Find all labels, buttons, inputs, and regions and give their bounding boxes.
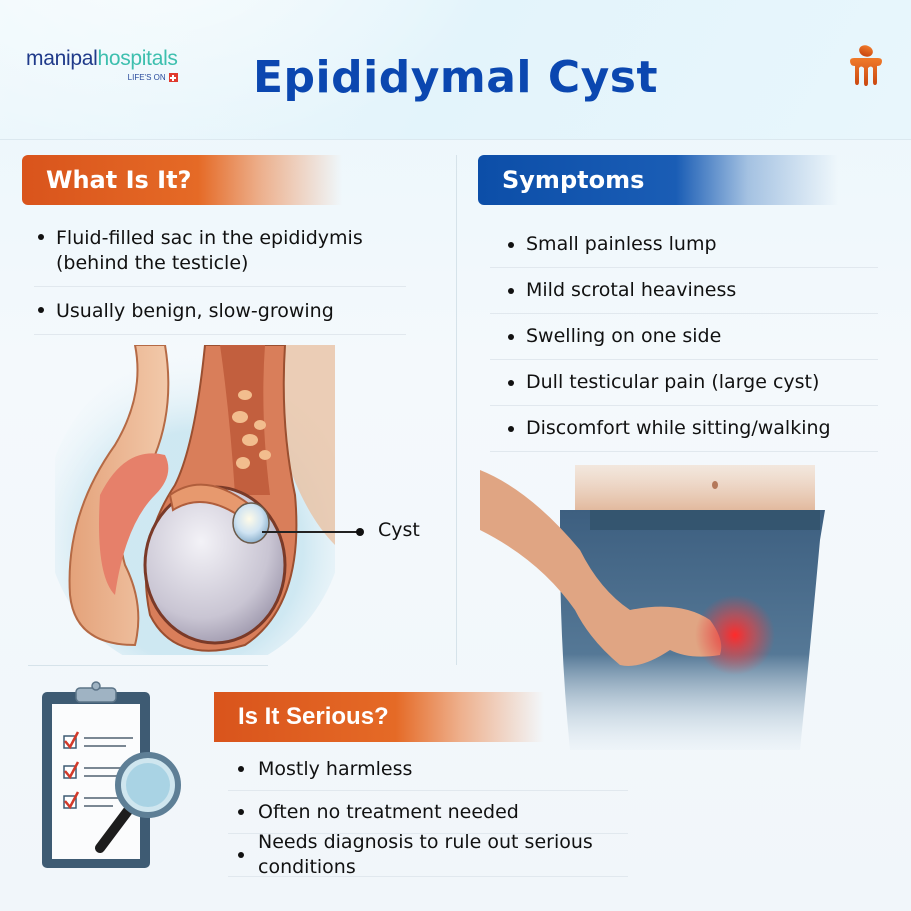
- header-band: [0, 0, 911, 160]
- symptoms-heading: Symptoms: [478, 155, 838, 205]
- tagline-text: LIFE'S ON: [127, 73, 166, 82]
- list-item: Usually benign, slow-growing: [34, 297, 406, 335]
- what-is-it-list: Fluid-filled sac in the epididymis (behi…: [34, 224, 406, 345]
- manipal-logo: manipalhospitals LIFE'S ON: [26, 48, 178, 82]
- page-title: Epididymal Cyst: [252, 52, 659, 103]
- list-item: Dull testicular pain (large cyst): [490, 360, 878, 406]
- column-divider: [456, 155, 457, 665]
- list-item: Mostly harmless: [228, 748, 628, 791]
- is-it-serious-heading: Is It Serious?: [214, 692, 544, 742]
- list-item: Mild scrotal heaviness: [490, 268, 878, 314]
- logo-tagline: LIFE'S ON: [26, 73, 178, 82]
- cyst-pointer-line: [262, 531, 360, 533]
- logo-part-hospitals: hospitals: [97, 47, 178, 70]
- symptoms-heading-text: Symptoms: [502, 166, 645, 194]
- red-cross-icon: [168, 73, 178, 82]
- what-is-it-heading-text: What Is It?: [46, 166, 192, 194]
- section-divider: [28, 665, 268, 666]
- manipal-flame-icon: [850, 45, 882, 86]
- is-it-serious-heading-text: Is It Serious?: [238, 703, 389, 730]
- what-is-it-heading: What Is It?: [22, 155, 342, 205]
- symptoms-list: Small painless lump Mild scrotal heavine…: [490, 222, 878, 452]
- list-item: Often no treatment needed: [228, 791, 628, 834]
- cyst-label: Cyst: [378, 519, 420, 541]
- anatomy-illustration: [55, 345, 335, 655]
- logo-wordmark: manipalhospitals: [26, 48, 178, 69]
- list-item: Small painless lump: [490, 222, 878, 268]
- list-item: Fluid-filled sac in the epididymis (behi…: [34, 224, 406, 287]
- cyst-pointer-dot: [356, 528, 364, 536]
- list-item: Needs diagnosis to rule out serious cond…: [228, 831, 628, 878]
- is-it-serious-list: Mostly harmless Often no treatment neede…: [228, 748, 628, 878]
- clipboard-magnifier-icon: [42, 681, 181, 868]
- symptom-photo: [480, 465, 825, 750]
- logo-part-manipal: manipal: [26, 47, 98, 70]
- list-item: Discomfort while sitting/walking: [490, 406, 878, 452]
- list-item: Swelling on one side: [490, 314, 878, 360]
